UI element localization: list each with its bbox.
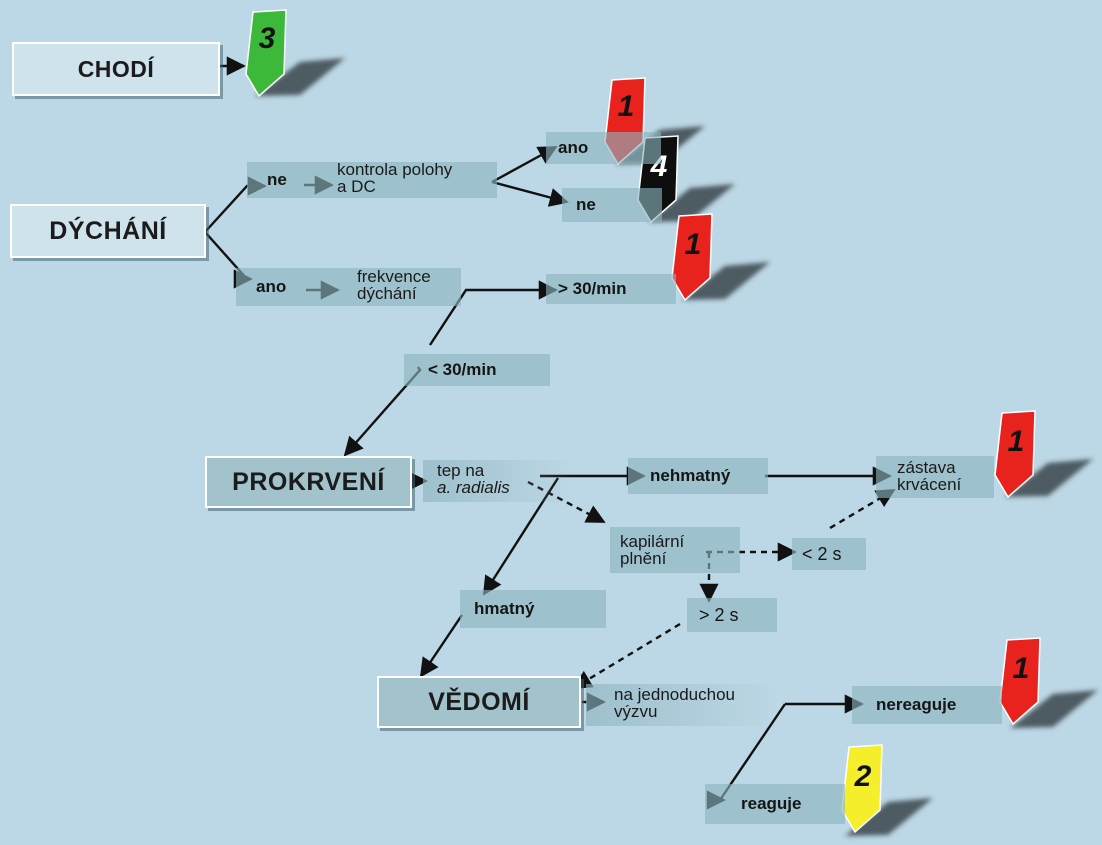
arrow-kontrola-ne [491,180,569,207]
pill-lt2s: < 2 s [792,538,866,570]
label-tep: tep na a. radialis [437,462,510,496]
label-gt2s: > 2 s [699,604,739,625]
pill-nereaguje: nereaguje [852,686,1002,724]
label-kapilarni-line2: plnění [620,549,667,568]
label-vyzva-line1: na jednoduchou [614,685,736,704]
label-hmatny: hmatný [474,599,535,618]
label-tep-line2: a. radialis [437,478,510,497]
node-vedomi: VĚDOMÍ [377,676,581,728]
pill-tep [423,460,573,502]
arrow-hmatny-vedomi [419,614,463,678]
label-tep-line1: tep na [437,461,485,480]
pill-ne-right: ne [562,188,662,222]
label-nereaguje: nereaguje [876,695,957,714]
pill-vyzva [586,684,776,726]
pill-gt2s: > 2 s [687,598,777,632]
label-zastava: zástava krvácení [897,459,961,493]
label-kapilarni: kapilární plnění [620,533,684,567]
pill-ne: ne [247,162,497,198]
arrow-frekvence-over30 [428,280,558,346]
pill-reaguje: reaguje [705,784,845,824]
pill-nehmatny: nehmatný [628,458,768,494]
label-kontrola-line2: a DC [337,177,376,196]
label-zastava-line2: krvácení [897,475,962,494]
triage-tag-chodi [245,9,287,98]
label-kontrola-line1: kontrola polohy [337,160,453,179]
node-chodi: CHODÍ [12,42,220,96]
pill-kapilarni [610,527,740,573]
label-lt2s: < 2 s [802,543,842,564]
pill-ano-left: ano [236,268,461,306]
arrow-kontrola-ano [491,145,558,184]
label-frekvence-line1: frekvence [357,267,431,286]
label-zastava-line1: zástava [897,458,956,477]
pill-over30: > 30/min [546,274,676,304]
label-ne: ne [267,170,287,189]
label-ano-left: ano [256,277,287,296]
triage-tag-zastava [994,410,1036,499]
label-reaguje: reaguje [741,794,802,813]
label-frekvence-line2: dýchání [357,284,417,303]
pill-hmatny: hmatný [460,590,606,628]
arrow-gt2s-vedomi [572,622,681,690]
triage-tag-over30 [671,213,713,302]
pill-zastava [876,456,994,498]
arrow-lt2s-zastava [829,488,896,530]
node-prokrveni: PROKRVENÍ [205,456,412,508]
label-ne-right: ne [576,195,596,214]
label-kontrola: kontrola polohy a DC [337,161,452,195]
pill-ano-top: ano [546,132,661,164]
label-ano-top: ano [558,138,589,157]
label-under30: < 30/min [428,360,497,379]
pill-under30: < 30/min [404,354,550,386]
label-frekvence: frekvence dýchání [357,268,431,302]
label-over30: > 30/min [558,279,627,298]
node-dychani: DÝCHÁNÍ [10,204,206,258]
label-nehmatny: nehmatný [650,466,731,485]
label-kapilarni-line1: kapilární [620,532,685,551]
label-vyzva-line2: výzvu [614,702,658,721]
label-vyzva: na jednoduchou výzvu [614,686,735,720]
